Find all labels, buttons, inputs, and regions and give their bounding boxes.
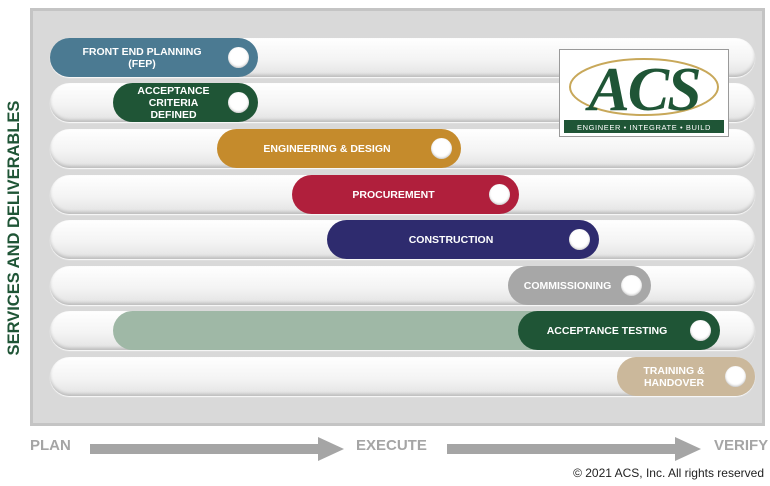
- acs-logo: ACS ENGINEER • INTEGRATE • BUILD: [559, 49, 729, 137]
- bar-front-end-planning: FRONT END PLANNING (FEP): [50, 38, 258, 77]
- logo-letters: ACS: [584, 56, 699, 124]
- bar-marker-dot: [228, 47, 249, 68]
- phase-verify: VERIFY: [714, 437, 769, 454]
- bar-label: CONSTRUCTION: [408, 233, 494, 246]
- arrow-execute-to-verify: [447, 437, 701, 461]
- bar-engineering-design: ENGINEERING & DESIGN: [217, 129, 461, 168]
- axis-title: SERVICES AND DELIVERABLES: [5, 101, 23, 356]
- bar-marker-dot: [228, 92, 249, 113]
- logo-tagline: ENGINEER • INTEGRATE • BUILD: [577, 123, 711, 132]
- bar-procurement: PROCUREMENT: [292, 175, 519, 214]
- bar-marker-dot: [621, 275, 642, 296]
- bar-marker-dot: [690, 320, 711, 341]
- bar-label: FRONT END PLANNING (FEP): [82, 45, 202, 70]
- bar-acceptance-testing: ACCEPTANCE TESTING: [518, 311, 720, 350]
- bar-marker-dot: [489, 184, 510, 205]
- bar-training-handover: TRAINING & HANDOVER: [617, 357, 755, 396]
- bar-label: ACCEPTANCE TESTING: [546, 324, 668, 337]
- bar-label: TRAINING & HANDOVER: [643, 364, 705, 389]
- bar-marker-dot: [725, 366, 746, 387]
- bar-label: ENGINEERING & DESIGN: [263, 142, 391, 155]
- phase-execute: EXECUTE: [356, 437, 427, 454]
- bar-acceptance-criteria: ACCEPTANCE CRITERIA DEFINED: [113, 83, 258, 122]
- services-deliverables-label: SERVICES AND DELIVERABLES: [5, 101, 23, 356]
- bar-marker-dot: [569, 229, 590, 250]
- arrow-plan-to-execute: [90, 437, 344, 461]
- acs-logo-mark: ACS ENGINEER • INTEGRATE • BUILD: [564, 54, 724, 133]
- bar-commissioning: COMMISSIONING: [508, 266, 651, 305]
- phase-plan: PLAN: [30, 437, 71, 454]
- bar-label: ACCEPTANCE CRITERIA DEFINED: [137, 84, 210, 121]
- copyright-notice: © 2021 ACS, Inc. All rights reserved: [573, 466, 764, 480]
- bar-marker-dot: [431, 138, 452, 159]
- bar-construction: CONSTRUCTION: [327, 220, 599, 259]
- bar-label: COMMISSIONING: [523, 279, 612, 292]
- bar-label: PROCUREMENT: [352, 188, 435, 201]
